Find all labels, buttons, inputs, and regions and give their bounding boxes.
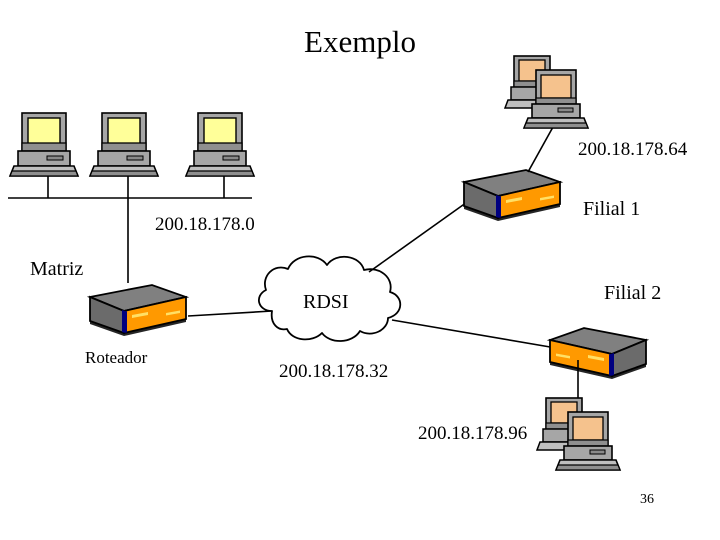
- link-filial1-router-to-hosts: [527, 126, 554, 173]
- matriz-router: [89, 284, 187, 337]
- filial1-router: [463, 169, 561, 222]
- device-label-roteador: Roteador: [85, 348, 148, 367]
- link-rdsi-to-filial2: [391, 319, 557, 349]
- matriz-host-1: [9, 112, 79, 177]
- network-label-filial1: 200.18.178.64: [578, 139, 688, 160]
- filial1-hosts: [504, 55, 589, 129]
- site-label-matriz: Matriz: [30, 258, 84, 280]
- network-label-filial2: 200.18.178.96: [418, 423, 528, 444]
- matriz-lan-wiring: [8, 173, 252, 283]
- cloud-label-rdsi: RDSI: [303, 291, 349, 313]
- matriz-host-3: [185, 112, 255, 177]
- link-rdsi-to-filial1: [368, 199, 471, 273]
- slide-title: Exemplo: [304, 24, 416, 59]
- matriz-host-2: [89, 112, 159, 177]
- network-label-rdsi: 200.18.178.32: [279, 361, 389, 382]
- rdsi-cloud: [258, 255, 402, 342]
- network-label-matriz: 200.18.178.0: [155, 214, 255, 235]
- filial2-hosts: [536, 397, 621, 471]
- site-label-filial2: Filial 2: [604, 282, 662, 304]
- site-label-filial1: Filial 1: [583, 198, 641, 220]
- filial2-router: [549, 327, 647, 380]
- page-number: 36: [640, 492, 654, 507]
- link-matriz-to-rdsi: [187, 310, 273, 317]
